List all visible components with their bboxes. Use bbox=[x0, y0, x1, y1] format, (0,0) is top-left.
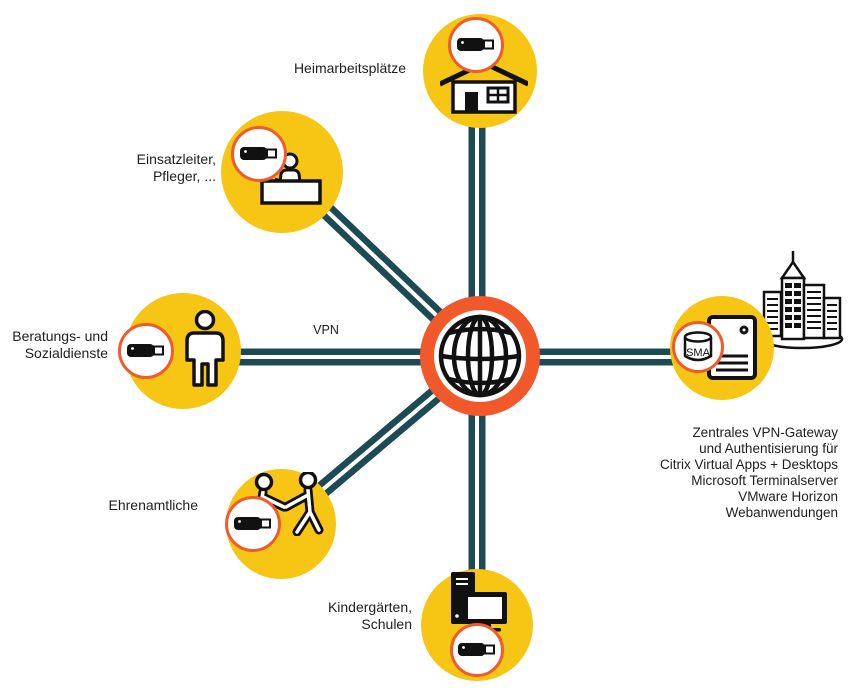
desk-worker-icon bbox=[260, 152, 322, 205]
person-icon bbox=[185, 310, 225, 387]
usb-stick-icon bbox=[458, 643, 495, 656]
usb-badge-einsatzleiter bbox=[231, 126, 287, 182]
label-heimarbeitsplaetze: Heimarbeitsplätze bbox=[293, 60, 406, 76]
label-kindergaerten-schulen: Kindergärten, Schulen bbox=[327, 599, 412, 632]
label-beratungs-sozialdienste: Beratungs- und Sozialdienste bbox=[12, 328, 108, 361]
usb-badge-kindergaerten-schulen bbox=[450, 623, 504, 677]
sma-database-icon: SMA bbox=[683, 331, 713, 362]
label-vpn: VPN bbox=[313, 323, 339, 337]
sma-badge-label: SMA bbox=[686, 347, 711, 359]
usb-stick-icon bbox=[127, 344, 164, 357]
label-vpn-gateway: Zentrales VPN-Gateway und Authentisierun… bbox=[660, 425, 838, 520]
globe-icon bbox=[434, 310, 526, 402]
usb-badge-beratungs-sozialdienste bbox=[118, 323, 174, 379]
usb-stick-icon bbox=[234, 517, 271, 530]
sma-badge: SMA bbox=[672, 321, 724, 373]
usb-badge-ehrenamtliche bbox=[225, 496, 281, 552]
house-icon bbox=[440, 60, 528, 114]
label-ehrenamtliche: Ehrenamtliche bbox=[108, 497, 199, 513]
label-einsatzleiter: Einsatzleiter, Pfleger, ... bbox=[136, 151, 216, 184]
usb-badge-heimarbeitsplaetze bbox=[448, 17, 504, 73]
server-icon bbox=[707, 315, 757, 380]
usb-stick-icon bbox=[240, 147, 277, 160]
usb-stick-icon bbox=[457, 38, 494, 51]
